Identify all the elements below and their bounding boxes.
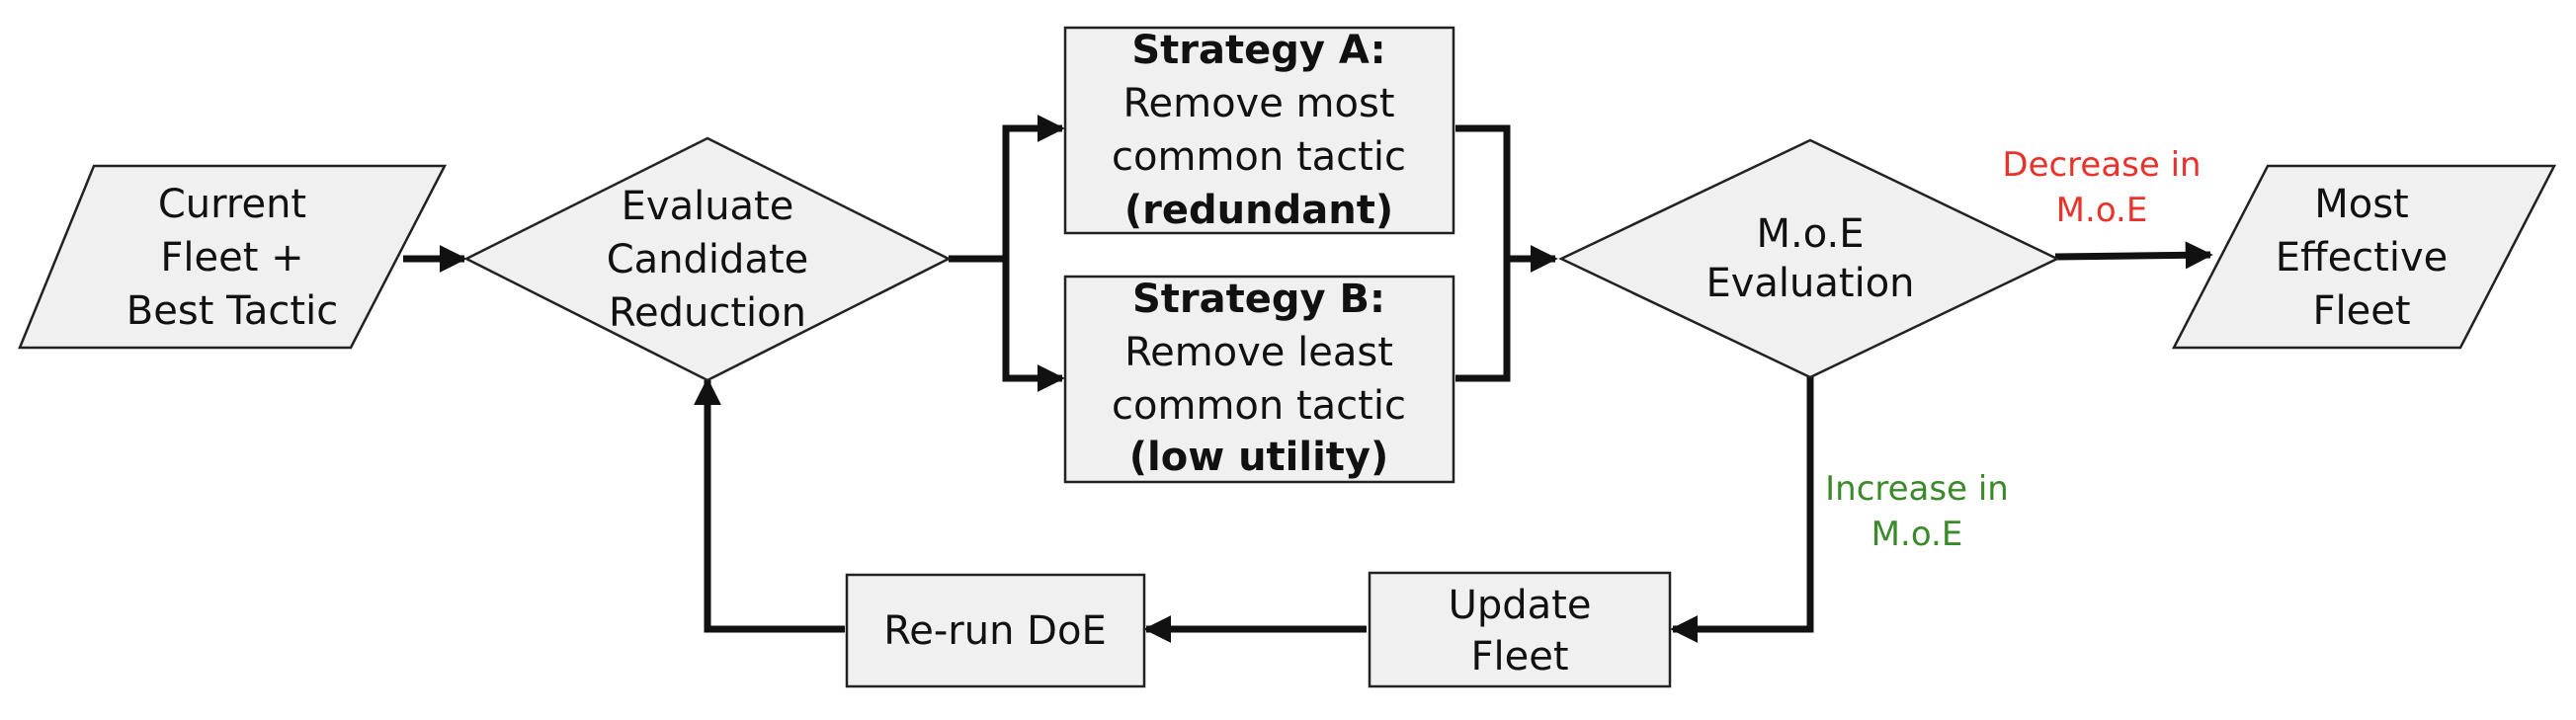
rerun-doe-label: Re-run DoE — [883, 608, 1106, 654]
evaluate-line-3: Reduction — [609, 290, 806, 336]
arrow-evaluate-to-strategy-b — [1002, 259, 1065, 392]
arrow-moe-to-update-fleet — [1670, 375, 1814, 643]
most-effective-line-2: Effective — [2276, 235, 2449, 280]
arrow-moe-to-most-effective — [2054, 241, 2213, 270]
decrease-label-line-1: Decrease in — [2002, 145, 2201, 185]
strategy-a-note: (redundant) — [1124, 188, 1393, 233]
edge-label-increase: Increase in M.o.E — [1825, 469, 2009, 554]
strategy-a-title: Strategy A: — [1131, 28, 1385, 73]
update-fleet-line-2: Fleet — [1470, 634, 1568, 680]
most-effective-line-1: Most — [2314, 182, 2409, 227]
evaluate-line-2: Candidate — [607, 237, 809, 282]
current-fleet-line-1: Current — [158, 182, 306, 227]
decrease-label-line-2: M.o.E — [2056, 191, 2148, 230]
arrow-rerun-to-evaluate — [694, 377, 845, 633]
moe-eval-line-1: M.o.E — [1757, 211, 1865, 257]
strategy-b-title: Strategy B: — [1132, 277, 1385, 322]
node-update-fleet: Update Fleet — [1368, 571, 1672, 688]
increase-label-line-2: M.o.E — [1871, 515, 1963, 554]
current-fleet-line-3: Best Tactic — [126, 288, 338, 334]
evaluate-line-1: Evaluate — [622, 184, 794, 229]
node-strategy-a: Strategy A: Remove most common tactic (r… — [1063, 26, 1455, 235]
update-fleet-line-1: Update — [1449, 583, 1592, 628]
strategy-b-line-2: common tactic — [1112, 383, 1406, 429]
strategy-b-note: (low utility) — [1129, 435, 1389, 480]
connector-strategy-b-to-moe — [1455, 259, 1511, 382]
node-current-fleet: Current Fleet + Best Tactic — [18, 164, 448, 350]
arrow-strategy-a-to-moe — [1455, 124, 1558, 273]
strategy-a-line-2: common tactic — [1112, 134, 1406, 180]
edge-label-decrease: Decrease in M.o.E — [2002, 145, 2201, 230]
node-moe-evaluation: M.o.E Evaluation — [1558, 138, 2060, 379]
current-fleet-line-2: Fleet + — [160, 235, 303, 280]
most-effective-line-3: Fleet — [2312, 288, 2410, 334]
node-strategy-b: Strategy B: Remove least common tactic (… — [1063, 275, 1455, 484]
strategy-b-line-1: Remove least — [1124, 330, 1393, 375]
node-evaluate: Evaluate Candidate Reduction — [463, 136, 952, 382]
connectors — [403, 115, 2213, 643]
strategy-a-line-1: Remove most — [1123, 81, 1395, 126]
increase-label-line-1: Increase in — [1825, 469, 2009, 509]
node-rerun-doe: Re-run DoE — [845, 573, 1146, 688]
moe-eval-line-2: Evaluation — [1705, 261, 1914, 306]
arrow-evaluate-to-strategy-a — [949, 115, 1065, 263]
node-most-effective-fleet: Most Effective Fleet — [2171, 164, 2557, 350]
